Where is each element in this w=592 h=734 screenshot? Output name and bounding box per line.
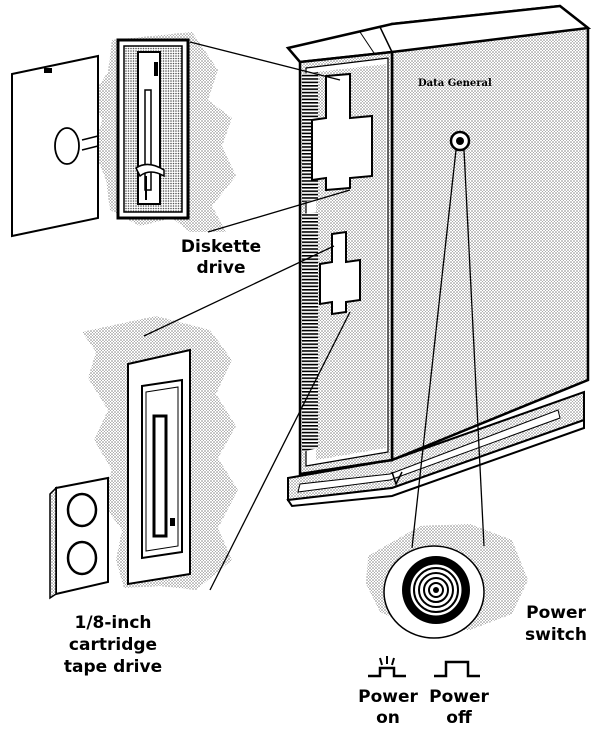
tape-drive-label-1: 1/8-inch [74, 613, 151, 633]
diskette-icon [11, 54, 99, 238]
tape-drive-label-3: tape drive [64, 657, 162, 677]
power-off-label-2: off [446, 708, 472, 728]
tape-cartridge-icon [49, 476, 109, 600]
brand-text: Data General [418, 78, 492, 89]
lit-pulse-icon [368, 656, 406, 678]
diskette-drive-callout: Diskette drive [11, 32, 351, 278]
square-pulse-icon [434, 660, 480, 678]
power-switch-callout: Power switch [366, 149, 587, 645]
tape-drive-panel [127, 348, 191, 586]
power-on-indicator: Power on [358, 656, 418, 728]
tower-side-panel [390, 4, 590, 462]
diskette-drive-label-1: Diskette [181, 237, 261, 257]
power-switch-label-2: switch [525, 625, 587, 645]
power-on-label-2: on [376, 708, 400, 728]
diskette-bay-opening [311, 72, 373, 192]
tape-drive-callout: 1/8-inch cartridge tape drive [49, 245, 351, 677]
power-switch-label-1: Power [526, 603, 586, 623]
diskette-drive-label-2: drive [197, 258, 246, 278]
tape-bay-opening [319, 230, 361, 316]
power-on-label-1: Power [358, 687, 418, 707]
brand-badge: Data General [418, 78, 492, 89]
power-off-indicator: Power off [429, 660, 489, 728]
tape-drive-label-2: cartridge [69, 635, 157, 655]
tower-unit: Data General [285, 4, 592, 508]
power-off-label-1: Power [429, 687, 489, 707]
front-power-switch[interactable] [449, 130, 471, 152]
power-knob-closeup [383, 545, 485, 639]
diskette-drive-panel [116, 38, 190, 220]
